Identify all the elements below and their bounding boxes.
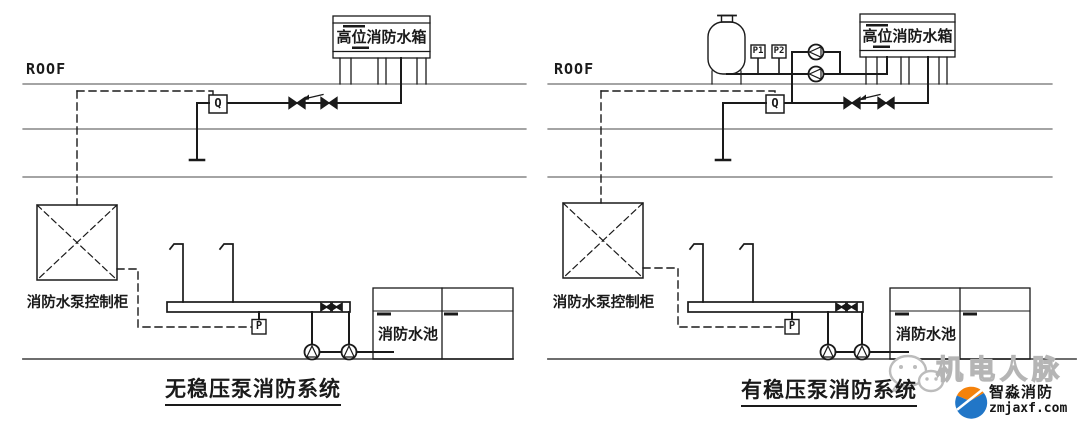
left-pressure-sensor [251, 311, 267, 335]
left-valve-assembly [288, 93, 338, 110]
right-pressure-sensor [784, 311, 800, 335]
right-control-cabinet [562, 202, 644, 279]
right-hydrant-header [687, 243, 864, 313]
right-stabilizing-line [726, 56, 888, 75]
watermark-brand: 机电人脉 [935, 355, 1064, 386]
left-tank-outlet-pipe [226, 57, 402, 104]
right-reservoir-label: 消防水池 [895, 326, 956, 343]
left-flow-meter-label: Q [214, 96, 222, 111]
left-cabinet-label: 消防水泵控制柜 [26, 295, 129, 311]
right-pressure-sensor-1-box [750, 44, 766, 59]
right-pressure-sensor-label: P [788, 319, 796, 332]
right-tank-label: 高位消防水箱 [862, 28, 953, 45]
left-hydrant-header [166, 243, 351, 313]
left-system-title: 无稳压泵消防系统 [165, 378, 341, 407]
right-system-title: 有稳压泵消防系统 [741, 379, 917, 408]
right-control-wiring [600, 90, 786, 328]
left-roof-label: ROOF [26, 60, 67, 78]
right-flow-meter-label: Q [771, 96, 779, 111]
wechat-icon [888, 354, 945, 395]
right-roof-label: ROOF [554, 60, 595, 78]
left-control-cabinet [36, 204, 118, 281]
right-roof-tank [859, 13, 956, 85]
left-roof-tank [332, 15, 431, 85]
left-reservoir [372, 287, 514, 360]
zhimiao-logo [955, 386, 988, 419]
right-pressure-sensor-2-label: P2 [773, 45, 785, 56]
right-standpipe [714, 102, 767, 162]
left-floor-lines [22, 83, 527, 178]
left-reservoir-label: 消防水池 [377, 326, 438, 343]
left-standpipe [188, 102, 210, 162]
watermark-logo-text: 智淼消防 [989, 384, 1054, 401]
left-pressure-sensor-label: P [255, 319, 263, 332]
right-reservoir [889, 287, 1031, 360]
left-control-wiring [76, 90, 253, 328]
left-tank-label: 高位消防水箱 [336, 29, 427, 46]
right-pressure-sensor-1-label: P1 [752, 45, 764, 56]
right-valve-assembly [843, 93, 895, 110]
right-cabinet-label: 消防水泵控制柜 [552, 295, 655, 311]
right-pressure-sensor-2-box [771, 44, 787, 59]
right-floor-lines [547, 83, 1053, 178]
right-tank-outlet-pipe [783, 56, 929, 104]
left-fire-pumps [303, 311, 394, 361]
watermark-website: zmjaxf.com [989, 401, 1068, 416]
right-jockey-pumps [791, 43, 841, 104]
right-fire-pumps [819, 311, 909, 361]
